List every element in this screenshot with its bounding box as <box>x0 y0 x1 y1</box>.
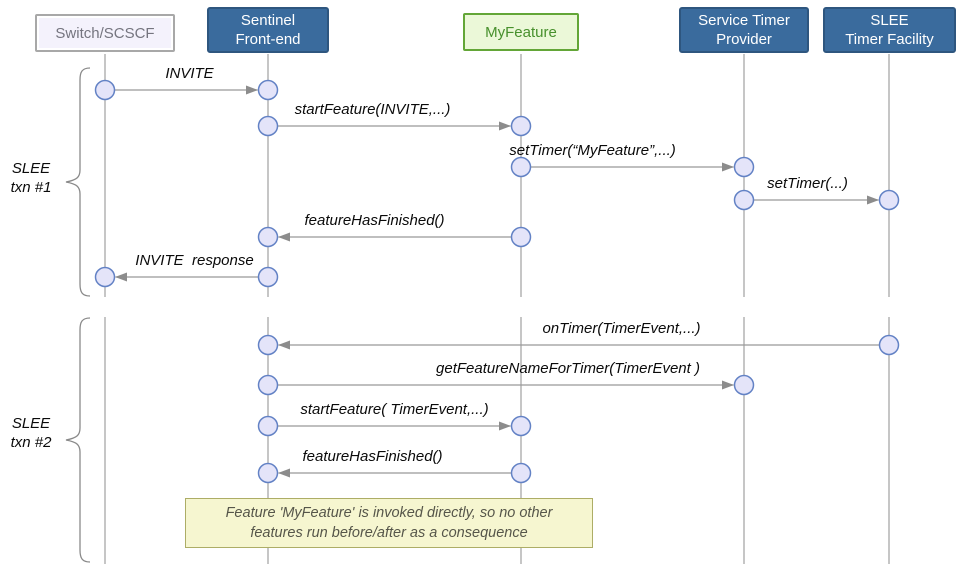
txn-label: SLEE txn #1 <box>10 160 52 196</box>
lifeline-node <box>257 334 279 356</box>
arrowhead-icon <box>499 121 511 131</box>
actor-label: MyFeature <box>485 23 557 41</box>
lifeline-node <box>878 334 900 356</box>
message-label: onTimer(TimerEvent,...) <box>542 320 701 337</box>
arrowhead-icon <box>278 468 290 478</box>
lifeline-node <box>733 189 755 211</box>
note-box: Feature 'MyFeature' is invoked directly,… <box>185 498 593 548</box>
message-label: featureHasFinished() <box>304 212 445 229</box>
arrowhead-icon <box>499 421 511 431</box>
lifeline-node <box>257 79 279 101</box>
lifeline-node <box>257 115 279 137</box>
message-label: startFeature( TimerEvent,...) <box>300 401 489 418</box>
message-label: startFeature(INVITE,...) <box>294 101 451 118</box>
lifeline-node <box>94 266 116 288</box>
lifeline-node <box>733 156 755 178</box>
actor-switch: Switch/SCSCF <box>35 14 175 52</box>
note-text: Feature 'MyFeature' is invoked directly,… <box>225 505 553 541</box>
arrowhead-icon <box>278 232 290 242</box>
actor-sleetf: SLEE Timer Facility <box>823 7 956 53</box>
actor-sentinel: Sentinel Front-end <box>207 7 329 53</box>
message-label: setTimer(“MyFeature”,...) <box>509 142 676 159</box>
actor-label: SLEE Timer Facility <box>845 12 934 48</box>
arrowhead-icon <box>115 272 127 282</box>
txn-brace <box>65 67 91 297</box>
message-label: INVITE response <box>135 252 254 269</box>
arrowhead-icon <box>246 85 258 95</box>
lifeline-node <box>257 415 279 437</box>
actor-myfeature: MyFeature <box>463 13 579 51</box>
lifeline-node <box>510 115 532 137</box>
message-label: setTimer(...) <box>767 175 848 192</box>
lifeline-node <box>257 462 279 484</box>
message-label: INVITE <box>165 65 214 82</box>
lifeline-node <box>257 374 279 396</box>
lifeline-node <box>94 79 116 101</box>
lifeline-node <box>510 462 532 484</box>
txn-label: SLEE txn #2 <box>10 415 52 451</box>
lifeline-node <box>510 226 532 248</box>
message-label: getFeatureNameForTimer(TimerEvent ) <box>436 360 700 377</box>
actor-stp: Service Timer Provider <box>679 7 809 53</box>
arrowhead-icon <box>278 340 290 350</box>
lifeline-node <box>257 266 279 288</box>
lifeline-node <box>510 156 532 178</box>
actor-label: Service Timer Provider <box>698 12 790 48</box>
actor-label: Switch/SCSCF <box>55 24 155 42</box>
lifeline-node <box>510 415 532 437</box>
lifeline-node <box>257 226 279 248</box>
message-label: featureHasFinished() <box>302 448 443 465</box>
actor-label: Sentinel Front-end <box>235 12 301 48</box>
lifeline-node <box>733 374 755 396</box>
txn-brace <box>65 317 91 563</box>
lifeline-node <box>878 189 900 211</box>
arrowhead-icon <box>722 380 734 390</box>
arrowhead-icon <box>722 162 734 172</box>
arrowhead-icon <box>867 195 879 205</box>
